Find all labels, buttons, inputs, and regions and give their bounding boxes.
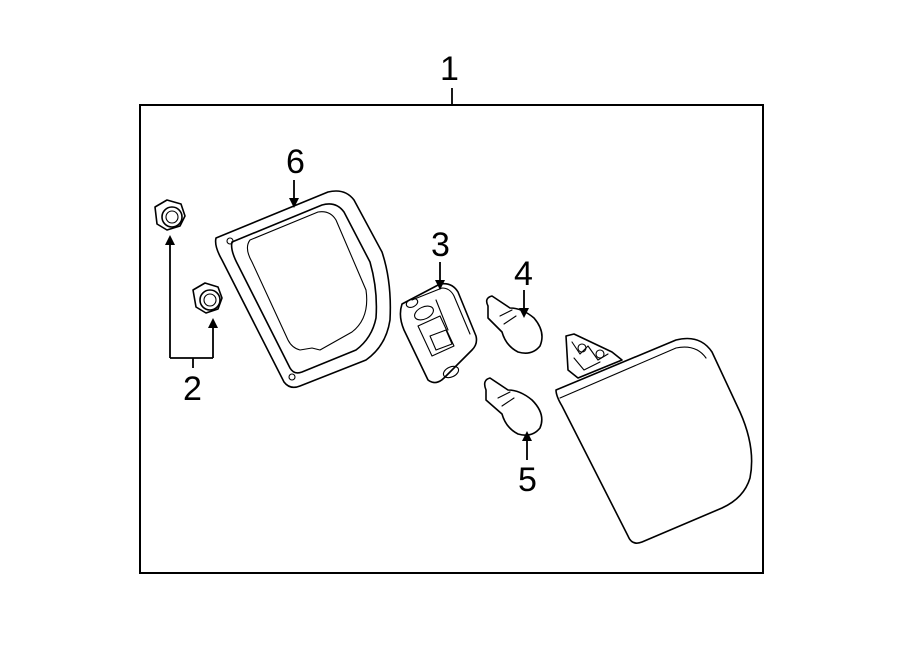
push-nut-upper [154, 199, 186, 231]
push-nut-lower [192, 282, 223, 314]
tail-lamp-housing [555, 333, 753, 544]
gasket [214, 190, 392, 389]
callout-6: 6 [286, 143, 305, 181]
callout-4: 4 [514, 255, 533, 293]
bulb-lower [483, 377, 543, 436]
callout-3: 3 [431, 226, 450, 264]
callout-2-leaders [165, 235, 218, 368]
callout-5: 5 [518, 461, 537, 499]
bulb-upper [485, 295, 543, 354]
callout-1: 1 [440, 50, 459, 88]
bulb-socket [399, 282, 478, 384]
callout-2: 2 [183, 370, 202, 408]
